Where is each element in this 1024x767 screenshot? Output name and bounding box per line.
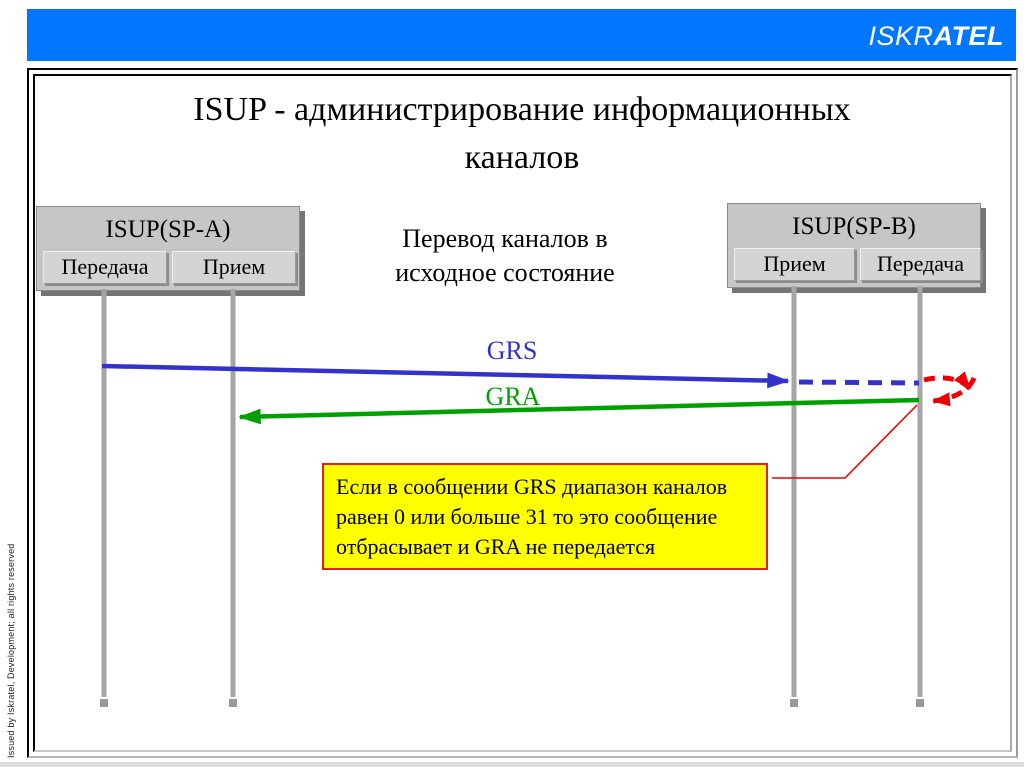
center-note-line2: исходное состояние	[395, 258, 615, 287]
node-isup-sp-b: ISUP(SP-B) Прием Передача	[727, 203, 981, 288]
node-sp-a-transmit-box: Передача	[43, 251, 167, 284]
lifelines	[100, 286, 924, 707]
slide-title: ISUP - администрирование информационных …	[40, 86, 1004, 182]
callout-pointer-line	[772, 404, 918, 479]
node-isup-sp-a: ISUP(SP-A) Передача Прием	[36, 206, 300, 291]
callout-line1: Если в сообщении GRS диапазон каналов	[336, 474, 728, 499]
bottom-edge-strip	[0, 762, 1024, 767]
slide-title-line1: ISUP - администрирование информационных	[193, 91, 851, 128]
brand-bar: ISKRATEL	[27, 9, 1016, 61]
logo-text-part1: ISKR	[868, 21, 934, 51]
callout-line3: отбрасывает и GRA не передается	[336, 534, 656, 559]
discard-out-arrow	[923, 371, 972, 391]
gra-message-arrow	[238, 397, 920, 425]
lifeline-endcap	[916, 699, 924, 707]
center-note-line1: Перевод каналов в	[402, 224, 608, 253]
grs-label: GRS	[487, 336, 538, 365]
discard-note-callout: Если в сообщении GRS диапазон каналов ра…	[322, 463, 768, 570]
gra-label: GRA	[486, 382, 541, 411]
slide-frame-inner	[33, 74, 1012, 752]
lifeline-endcap	[229, 699, 237, 707]
callout-line2: равен 0 или больше 31 то это сообщение	[336, 504, 718, 529]
slide-frame-outer	[27, 68, 1018, 758]
node-sp-b-title: ISUP(SP-B)	[792, 213, 916, 240]
discard-return-arrow	[932, 376, 977, 407]
lifeline-endcap	[790, 699, 798, 707]
slide-title-line2: каналов	[464, 139, 580, 176]
grs-message-arrow	[101, 363, 790, 389]
node-sp-b-receive-box: Прием	[734, 248, 855, 281]
node-sp-a-title: ISUP(SP-A)	[105, 216, 231, 243]
node-sp-b-transmit-box: Передача	[860, 248, 981, 281]
iskratel-logo: ISKRATEL	[868, 9, 1004, 61]
lifeline-endcap	[100, 699, 108, 707]
center-note: Перевод каналов в исходное состояние	[365, 222, 645, 290]
logo-text-part2: ATEL	[933, 21, 1004, 51]
node-sp-a-receive-box: Прием	[172, 251, 296, 284]
grs-internal-dashed	[798, 379, 920, 386]
